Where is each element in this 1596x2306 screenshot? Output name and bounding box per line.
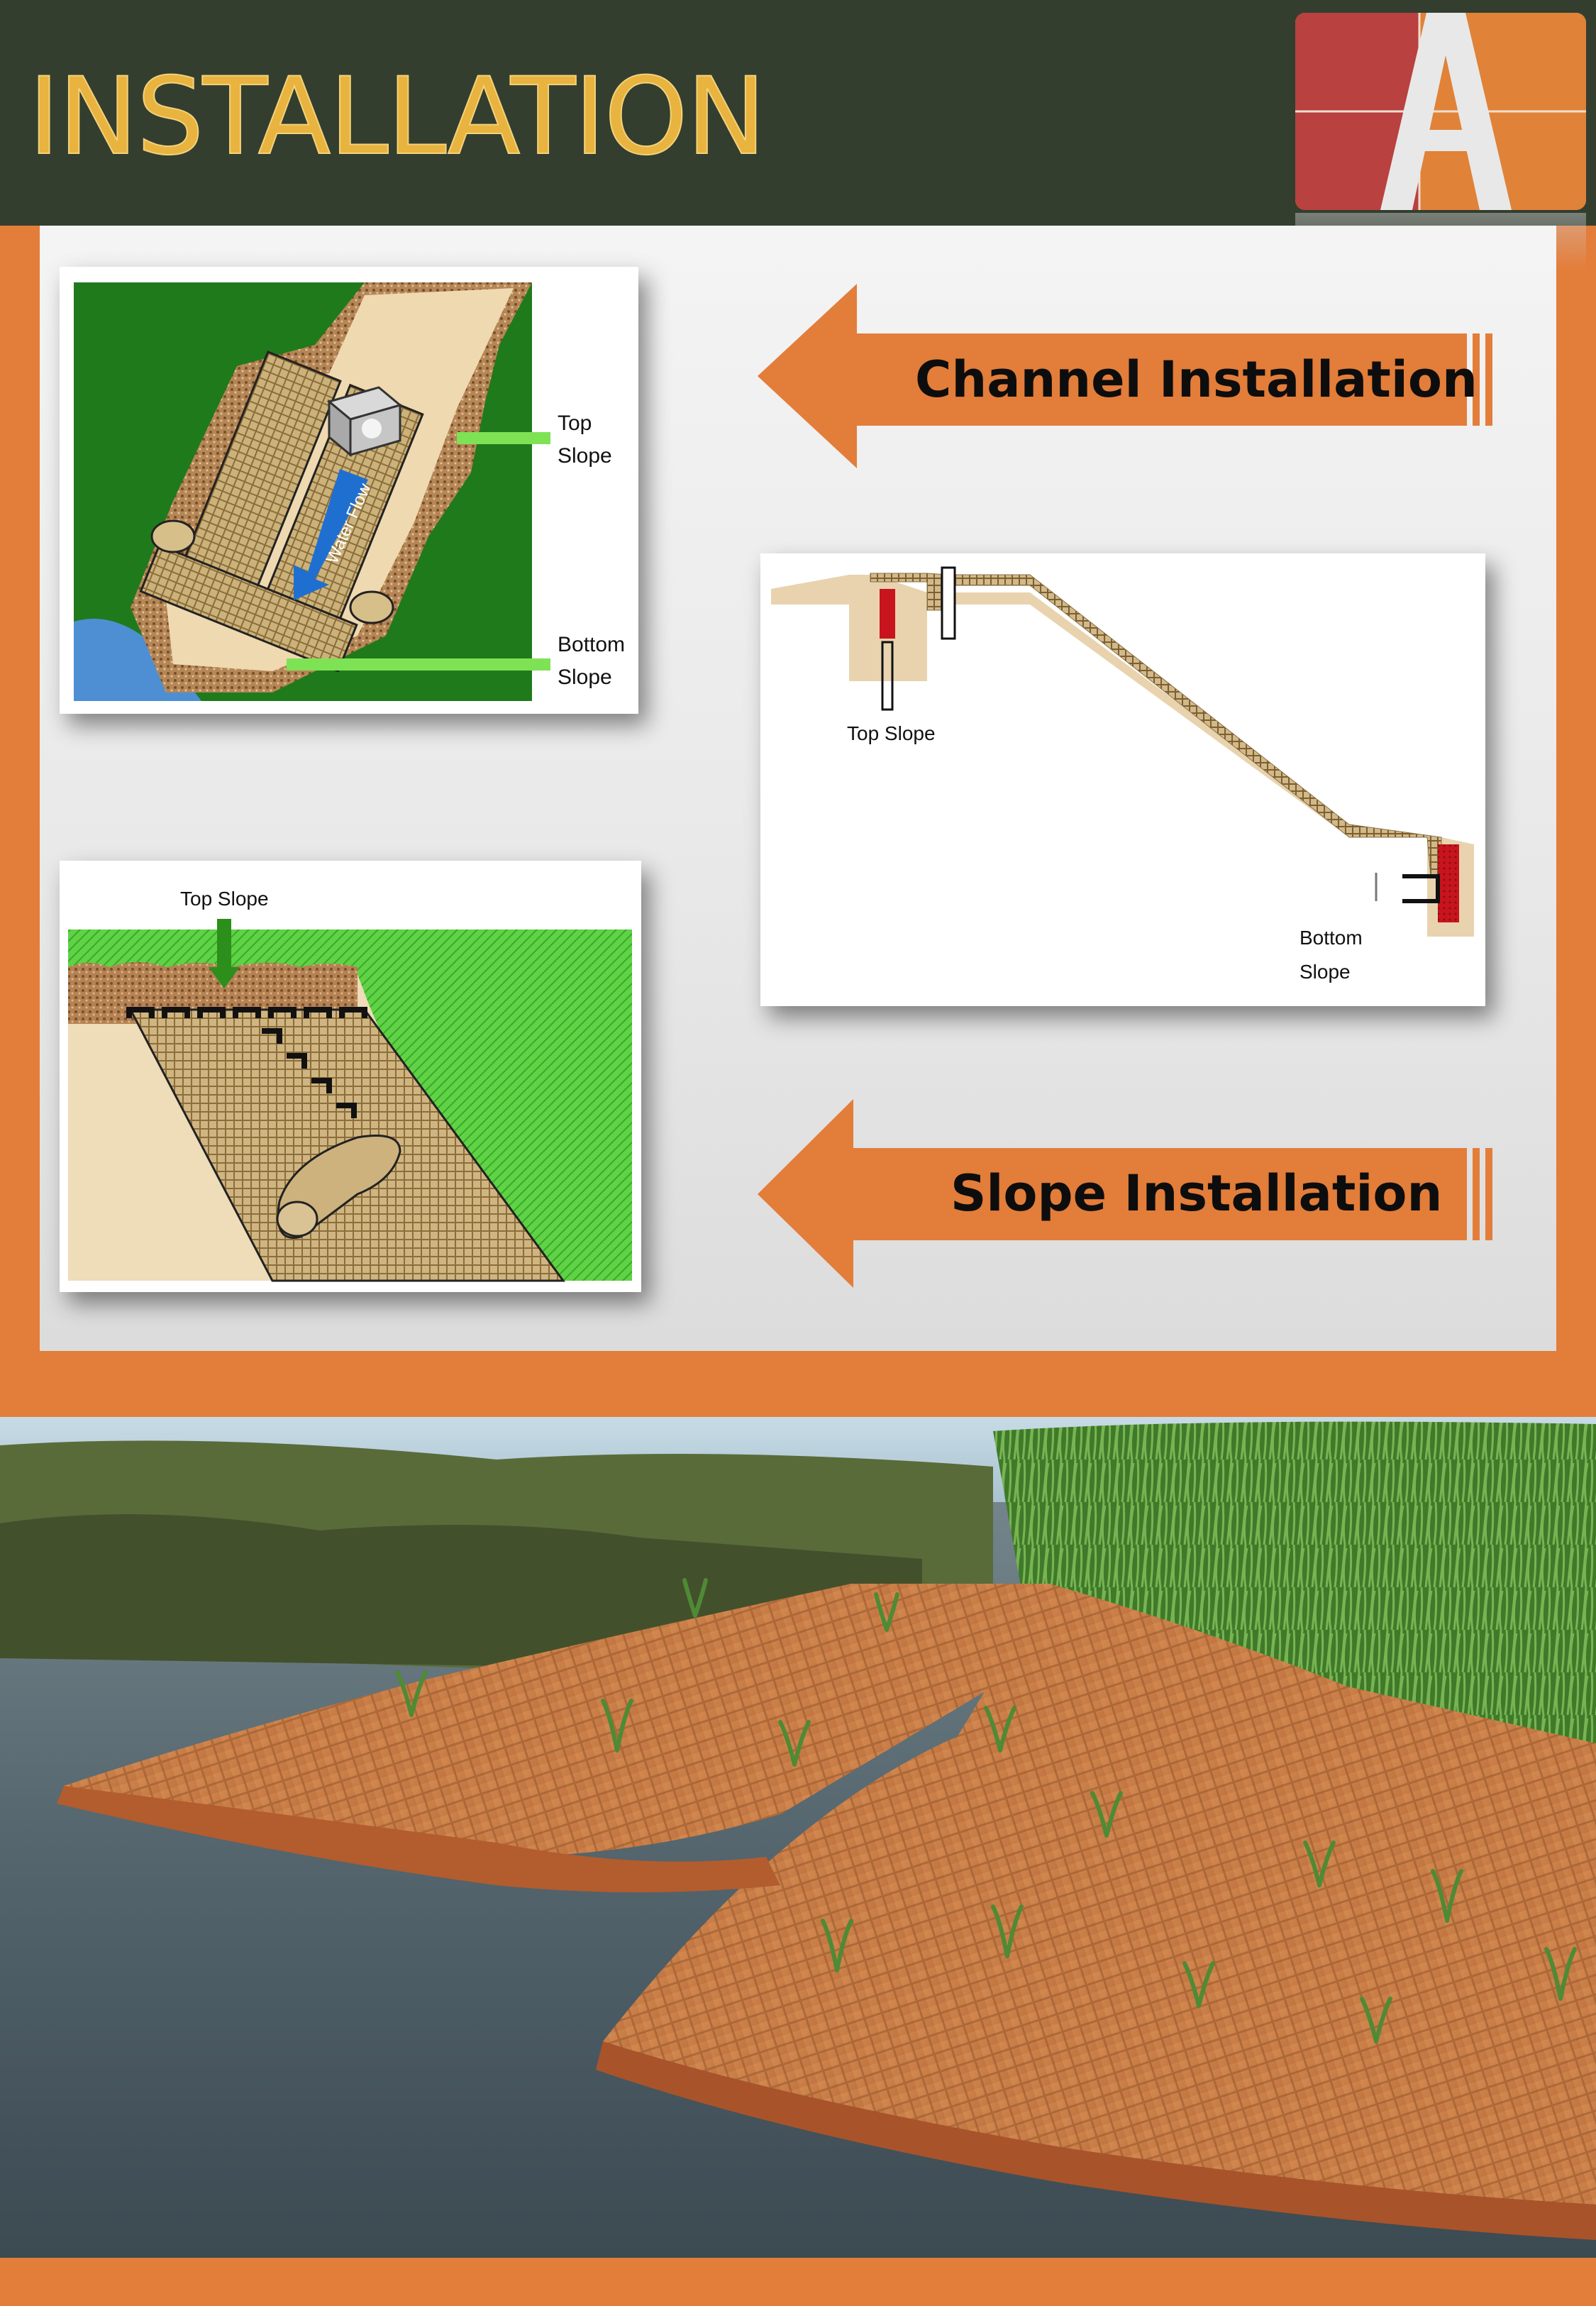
slope-installation-arrow: Slope Installation bbox=[758, 1095, 1502, 1295]
inlet-box-icon bbox=[326, 386, 403, 458]
slope-installation-diagram: Top Slope bbox=[60, 861, 641, 1292]
page-header: INSTALLATION bbox=[0, 0, 1596, 226]
channel-installation-label: Channel Installation bbox=[915, 351, 1478, 409]
section-bottom-label: Bottom Slope bbox=[1299, 927, 1363, 983]
top-slope-label: Top Slope bbox=[558, 412, 612, 468]
erosion-control-photo bbox=[0, 1417, 1596, 2258]
channel-installation-arrow: Channel Installation bbox=[758, 277, 1502, 477]
logo-a-icon bbox=[1295, 13, 1586, 210]
channel-plan-diagram: Water Flow Top Slope Bottom Slope bbox=[60, 267, 638, 714]
slope-illustration bbox=[68, 919, 632, 1282]
diagram-panel: Water Flow Top Slope Bottom Slope bbox=[40, 226, 1556, 1351]
slope-installation-label: Slope Installation bbox=[951, 1164, 1443, 1223]
riverbank-blanket-photo-icon bbox=[0, 1417, 1596, 2258]
logo bbox=[1295, 13, 1586, 210]
slope-top-label: Top Slope bbox=[180, 888, 269, 910]
section-top-label: Top Slope bbox=[847, 722, 936, 744]
page-title: INSTALLATION bbox=[28, 55, 767, 180]
channel-section-diagram: Top Slope Bottom Slope bbox=[760, 553, 1485, 1006]
left-arrow-icon bbox=[758, 1099, 1492, 1288]
channel-section-illustration bbox=[771, 566, 1474, 937]
left-arrow-icon bbox=[758, 284, 1492, 468]
bottom-slope-label: Bottom Slope bbox=[558, 633, 626, 689]
channel-plan-illustration: Water Flow bbox=[74, 282, 550, 701]
